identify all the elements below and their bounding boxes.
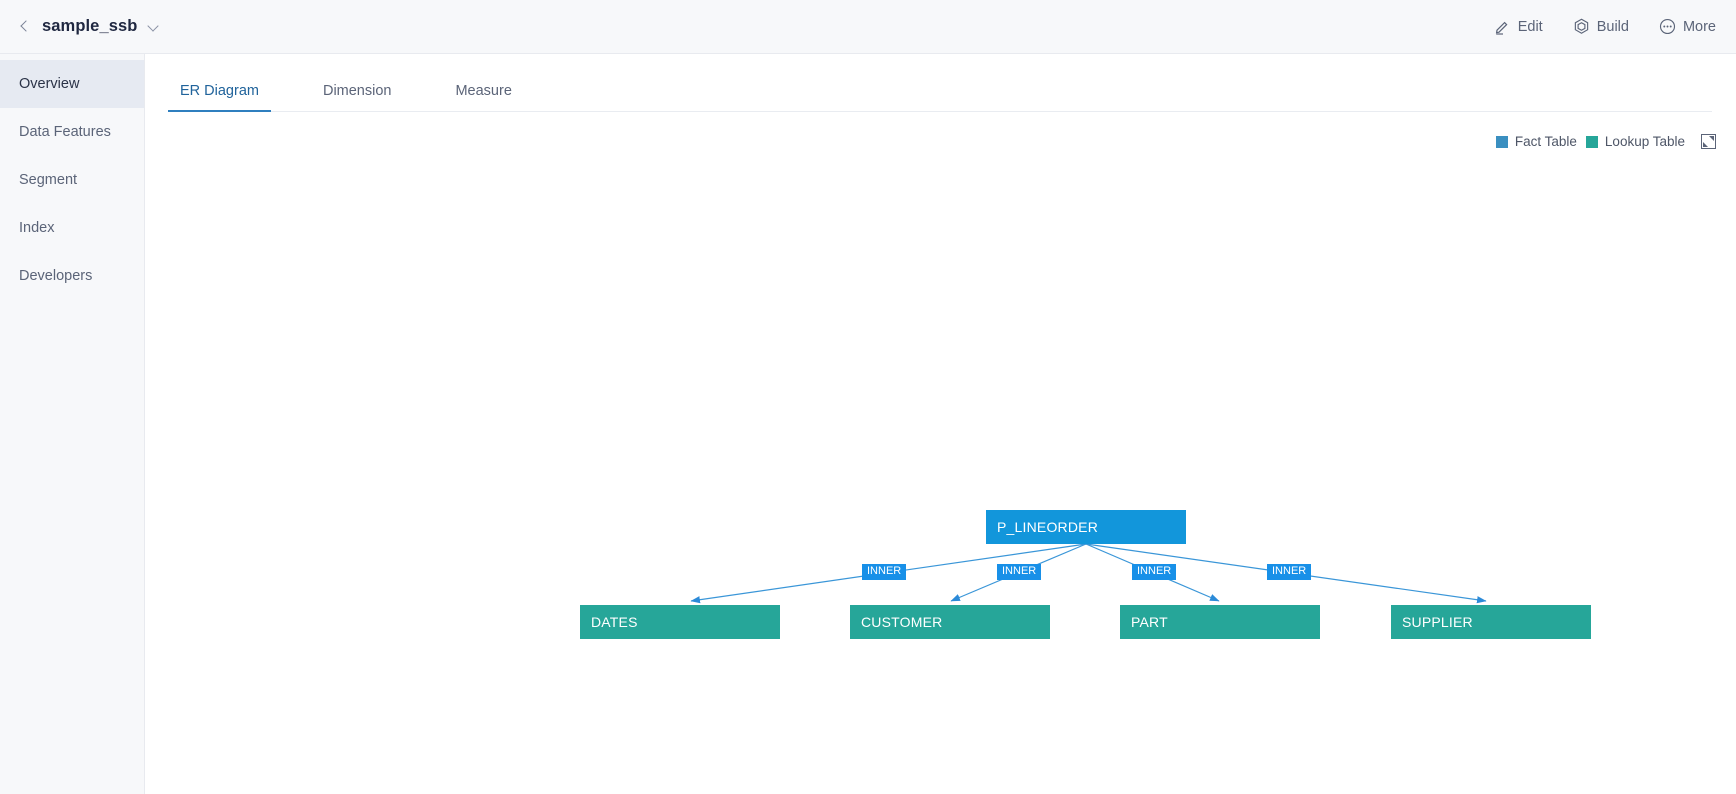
ellipsis-circle-icon: [1659, 18, 1676, 35]
edit-button-label: Edit: [1517, 18, 1543, 35]
join-badge-part[interactable]: INNER: [1132, 564, 1177, 580]
fullscreen-expand-icon[interactable]: [1701, 134, 1716, 149]
header-left-group: sample_ssb: [0, 17, 161, 36]
sidebar-item-label: Index: [19, 220, 55, 236]
app-header: sample_ssb Edit Build: [0, 0, 1736, 54]
legend-lookup-label: Lookup Table: [1604, 134, 1685, 149]
chevron-left-icon[interactable]: [18, 20, 32, 34]
tab-er-diagram[interactable]: ER Diagram: [168, 83, 271, 112]
sidebar-item-label: Developers: [19, 268, 93, 284]
tab-label: ER Diagram: [180, 83, 259, 99]
chevron-down-icon[interactable]: [147, 20, 161, 34]
join-badge-label: INNER: [1002, 565, 1037, 577]
tab-label: Dimension: [322, 83, 392, 99]
tab-bar: ER Diagram Dimension Measure: [168, 72, 1712, 112]
pencil-icon: [1494, 18, 1511, 35]
er-diagram-connectors: [690, 543, 1487, 604]
diagram-legend: Fact Table Lookup Table: [1495, 134, 1716, 149]
er-node-label: PART: [1131, 614, 1168, 630]
join-badge-label: INNER: [1272, 565, 1307, 577]
lookup-table-swatch: [1585, 135, 1598, 148]
sidebar-item-segment[interactable]: Segment: [0, 156, 144, 204]
sidebar-item-overview[interactable]: Overview: [0, 60, 144, 108]
sidebar-item-developers[interactable]: Developers: [0, 252, 144, 300]
er-node-lookup-customer[interactable]: CUSTOMER: [850, 605, 1050, 639]
er-node-label: CUSTOMER: [861, 614, 943, 630]
build-button[interactable]: Build: [1573, 18, 1629, 35]
tab-dimension[interactable]: Dimension: [311, 83, 404, 111]
join-badge-customer[interactable]: INNER: [997, 564, 1042, 580]
join-badge-label: INNER: [867, 565, 902, 577]
er-node-label: DATES: [591, 614, 638, 630]
more-button[interactable]: More: [1659, 18, 1716, 35]
page-title: sample_ssb: [42, 17, 138, 35]
legend-fact-table: Fact Table: [1495, 134, 1577, 149]
sidebar-item-label: Segment: [19, 172, 78, 188]
sidebar-item-label: Data Features: [19, 124, 111, 140]
cube-icon: [1573, 18, 1590, 35]
legend-lookup-table: Lookup Table: [1585, 134, 1685, 149]
tab-measure[interactable]: Measure: [443, 83, 523, 111]
edit-button[interactable]: Edit: [1494, 18, 1543, 35]
join-badge-dates[interactable]: INNER: [862, 564, 907, 580]
er-node-lookup-dates[interactable]: DATES: [580, 605, 780, 639]
er-diagram-canvas[interactable]: P_LINEORDER INNER INNER INNER INNER DATE…: [146, 164, 1736, 794]
er-node-lookup-supplier[interactable]: SUPPLIER: [1391, 605, 1591, 639]
main-content: ER Diagram Dimension Measure Fact Table …: [146, 54, 1736, 794]
tab-label: Measure: [455, 83, 512, 99]
sidebar: Overview Data Features Segment Index Dev…: [0, 54, 145, 794]
sidebar-item-index[interactable]: Index: [0, 204, 144, 252]
sidebar-item-label: Overview: [19, 76, 80, 92]
fact-table-swatch: [1495, 135, 1508, 148]
join-badge-label: INNER: [1137, 565, 1172, 577]
er-node-label: P_LINEORDER: [997, 519, 1099, 535]
more-button-label: More: [1682, 18, 1716, 35]
legend-fact-label: Fact Table: [1514, 134, 1577, 149]
header-actions: Edit Build More: [1494, 18, 1736, 35]
build-button-label: Build: [1596, 18, 1629, 35]
er-node-fact-p-lineorder[interactable]: P_LINEORDER: [986, 510, 1186, 544]
er-node-lookup-part[interactable]: PART: [1120, 605, 1320, 639]
sidebar-item-data-features[interactable]: Data Features: [0, 108, 144, 156]
join-badge-supplier[interactable]: INNER: [1267, 564, 1312, 580]
er-node-label: SUPPLIER: [1402, 614, 1473, 630]
